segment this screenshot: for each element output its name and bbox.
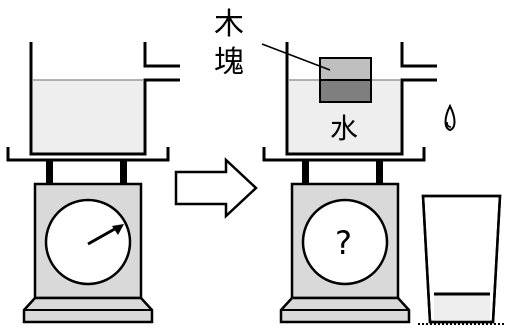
water-label: 水 [330, 112, 358, 145]
left-dial-needle-tip [112, 224, 124, 235]
wood-block-submerged [319, 79, 372, 103]
block-label-pointer [261, 43, 331, 71]
right-setup [261, 42, 505, 325]
right-scale-post-a [302, 160, 309, 184]
transition-arrow [174, 157, 258, 219]
right-scale-platform [262, 147, 426, 162]
left-beaker [29, 42, 180, 156]
left-scale-dial [44, 198, 132, 286]
left-scale-platform [6, 147, 170, 162]
unknown-reading-mark: ? [335, 224, 352, 262]
block-label-line2: 塊 [214, 45, 244, 80]
left-water [33, 80, 143, 153]
left-setup [6, 42, 180, 324]
right-scale-post-b [376, 160, 383, 184]
left-scale-post-b [120, 160, 127, 184]
left-scale-post-a [46, 160, 53, 184]
right-beaker [285, 42, 437, 156]
block-label-line1: 木 [214, 7, 244, 42]
right-scale-dial [301, 198, 389, 286]
cup-collected-water [434, 294, 490, 322]
